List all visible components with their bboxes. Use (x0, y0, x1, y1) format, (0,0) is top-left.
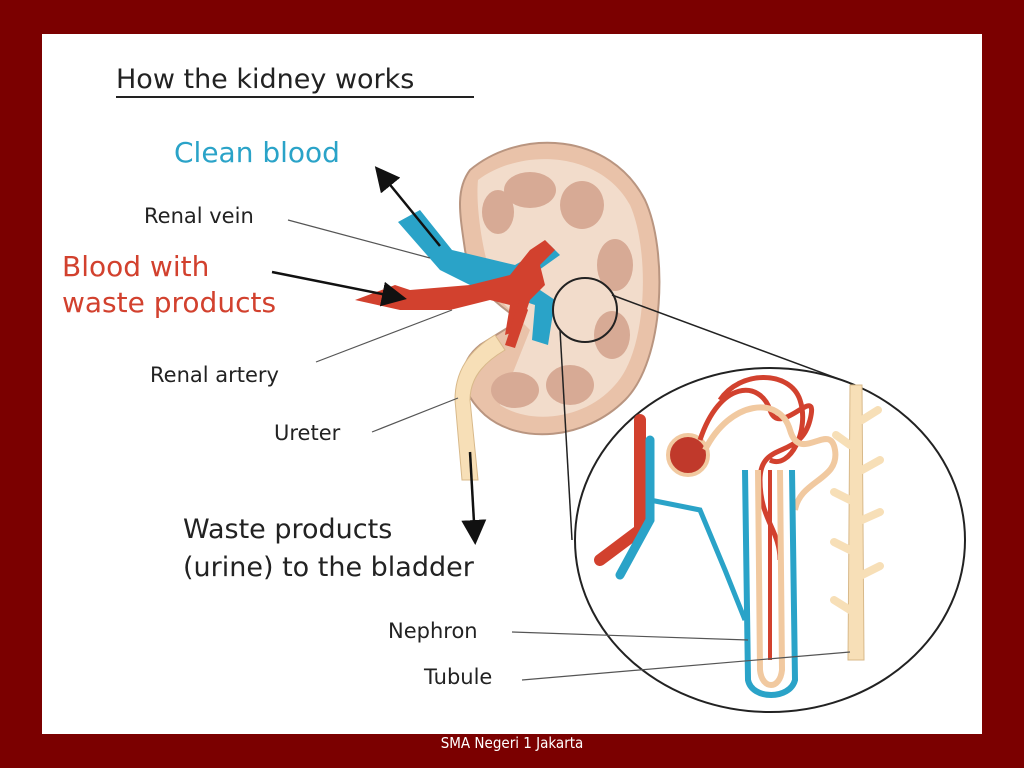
renal-artery-label: Renal artery (150, 363, 279, 387)
magnifier-circle (552, 277, 618, 343)
zoom-line (559, 329, 573, 541)
ureter (454, 334, 506, 481)
clean-blood-arrow (374, 166, 441, 247)
clean-blood-label: Clean blood (174, 136, 340, 169)
pyramid (491, 372, 539, 408)
zoom-line (611, 294, 856, 386)
pyramid (594, 311, 630, 359)
pyramid (546, 365, 594, 405)
waste-products-label-1: Waste products (183, 514, 392, 545)
renal-artery-leader (315, 309, 453, 363)
loop-of-henle (742, 469, 799, 698)
blood-with-waste-label-2: waste products (62, 286, 276, 319)
pyramid (482, 190, 514, 234)
waste-products-label-2: (urine) to the bladder (183, 552, 475, 583)
tubule-leader (521, 651, 851, 681)
tubule-label: Tubule (423, 665, 492, 689)
kidney (459, 141, 661, 436)
renal-vein-label: Renal vein (144, 204, 254, 228)
urine-arrow (461, 451, 487, 545)
waste-blood-arrow (271, 270, 407, 307)
renal-vein-leader (287, 219, 431, 259)
glomerulus (666, 433, 710, 477)
nephron-leader (511, 631, 749, 641)
renal-artery (355, 240, 555, 335)
nephron-label: Nephron (388, 619, 478, 643)
nephron-detail (574, 367, 966, 713)
blood-with-waste-label-1: Blood with (62, 250, 209, 283)
pyramid (597, 239, 633, 291)
diagram-title: How the kidney works (116, 64, 414, 95)
pyramid (560, 181, 604, 229)
footer-text: SMA Negeri 1 Jakarta (440, 734, 584, 752)
ureter-leader (371, 397, 459, 433)
ureter-label: Ureter (274, 421, 341, 445)
pyramid (504, 172, 556, 208)
collecting-duct (847, 384, 865, 661)
